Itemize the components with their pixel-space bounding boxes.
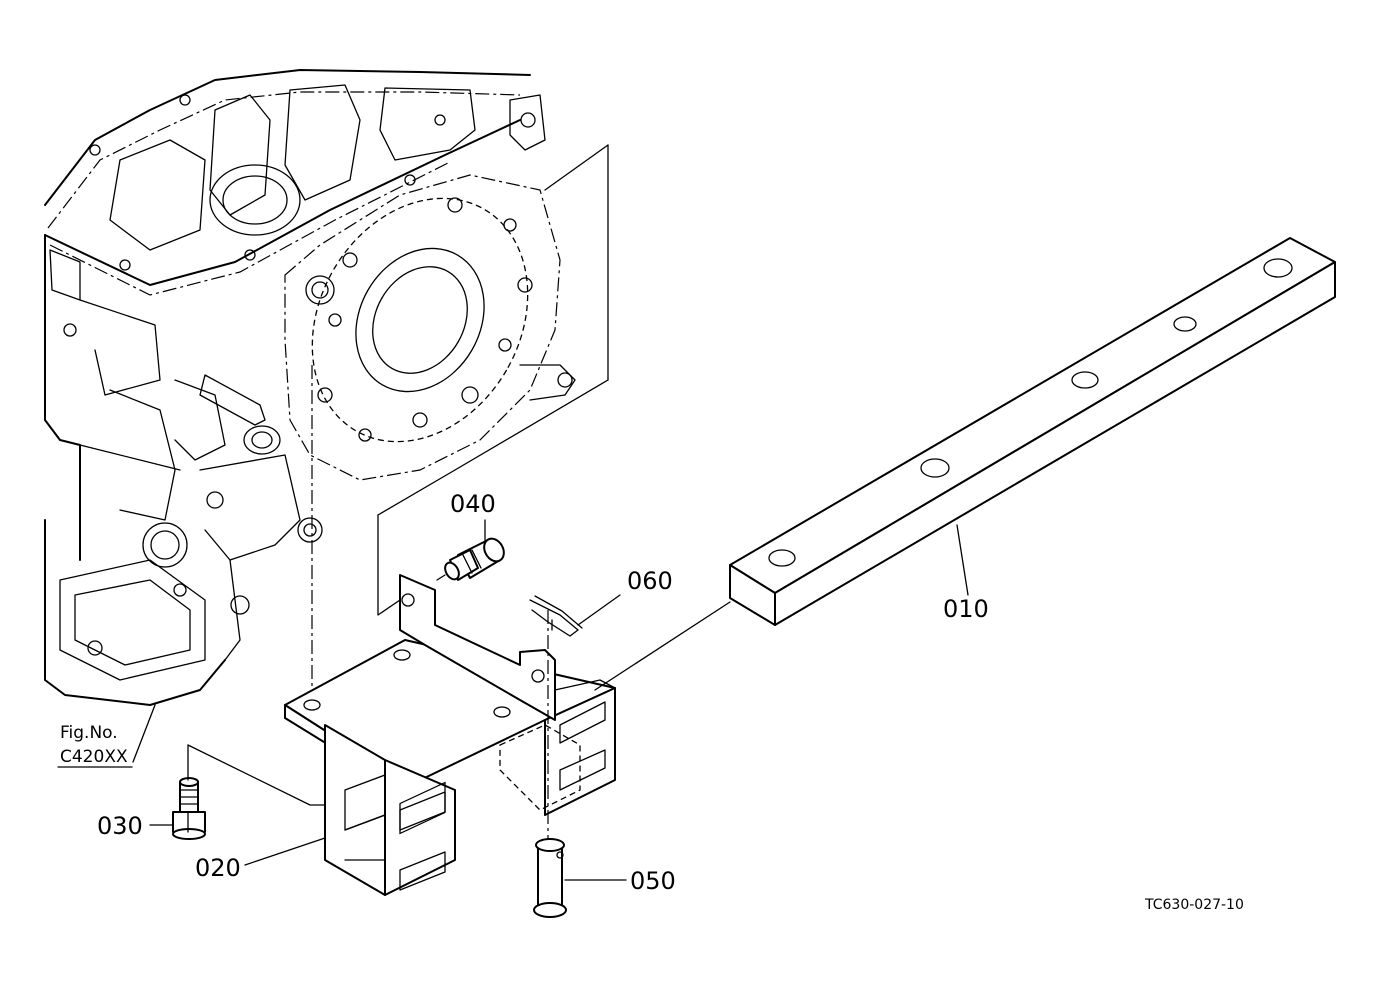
- callout-020: 020: [195, 854, 241, 882]
- hitch-bracket-part-020: [284, 574, 616, 896]
- bolt-part-030: [172, 744, 326, 840]
- pin-part-050: [533, 610, 567, 918]
- clip-part-060: [529, 595, 583, 637]
- engine-block-drawing: [44, 69, 546, 706]
- callout-040: 040: [450, 490, 496, 518]
- flange-housing: [284, 144, 609, 481]
- callout-010: 010: [943, 595, 989, 623]
- drawbar-part-010: [729, 237, 1336, 626]
- callout-050: 050: [630, 867, 676, 895]
- leader-lines: [132, 519, 969, 881]
- callout-030: 030: [97, 812, 143, 840]
- figure-ref-label[interactable]: Fig.No.: [60, 723, 118, 743]
- callout-060: 060: [627, 567, 673, 595]
- figure-ref-number[interactable]: C420XX: [60, 747, 128, 767]
- drawing-code: TC630-027-10: [1144, 897, 1244, 913]
- adjuster-part-040: [436, 537, 505, 581]
